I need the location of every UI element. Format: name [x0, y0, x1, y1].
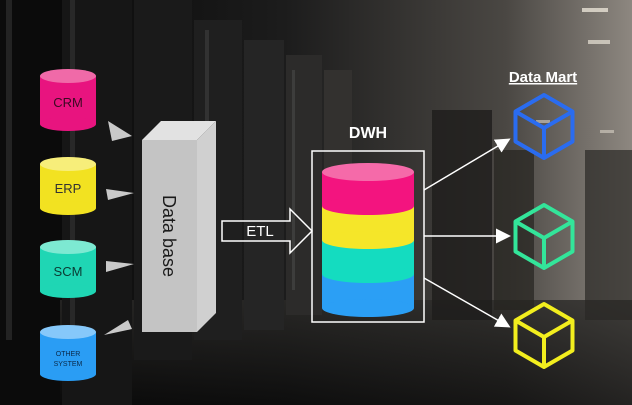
- wedge-other: [104, 320, 132, 335]
- wedge-scm: [106, 261, 134, 272]
- source-label-system: SYSTEM: [54, 361, 83, 368]
- database-label: Data base: [159, 195, 179, 277]
- data-mart-title: Data Mart: [509, 69, 577, 86]
- source-scm: SCM: [40, 240, 96, 298]
- data-mart-cube-2: [513, 203, 575, 270]
- source-crm: CRM: [40, 69, 96, 131]
- data-mart-cube-1: [513, 93, 575, 160]
- database-box: Data base: [142, 121, 216, 332]
- wedge-crm: [108, 121, 132, 141]
- dwh-cylinder: [322, 163, 414, 317]
- arrow-to-mart-1: [423, 138, 511, 191]
- source-label-crm: CRM: [53, 95, 83, 110]
- connector-wedges: [104, 121, 134, 335]
- source-label-scm: SCM: [54, 264, 83, 279]
- source-label-other: OTHER: [56, 351, 81, 358]
- data-mart: Data Mart: [509, 69, 577, 369]
- arrow-to-mart-3: [423, 277, 511, 328]
- data-mart-cube-3: [513, 302, 575, 369]
- dwh-title: DWH: [349, 125, 387, 142]
- wedge-erp: [106, 189, 134, 200]
- dwh: DWH: [311, 125, 425, 323]
- source-erp: ERP: [40, 157, 96, 215]
- dwh-cylinder-top: [322, 163, 414, 181]
- mart-arrows: [423, 138, 511, 328]
- source-label-erp: ERP: [55, 181, 82, 196]
- source-other-system: OTHER SYSTEM: [40, 325, 96, 381]
- etl-arrow: ETL: [221, 207, 314, 255]
- etl-label: ETL: [246, 223, 274, 240]
